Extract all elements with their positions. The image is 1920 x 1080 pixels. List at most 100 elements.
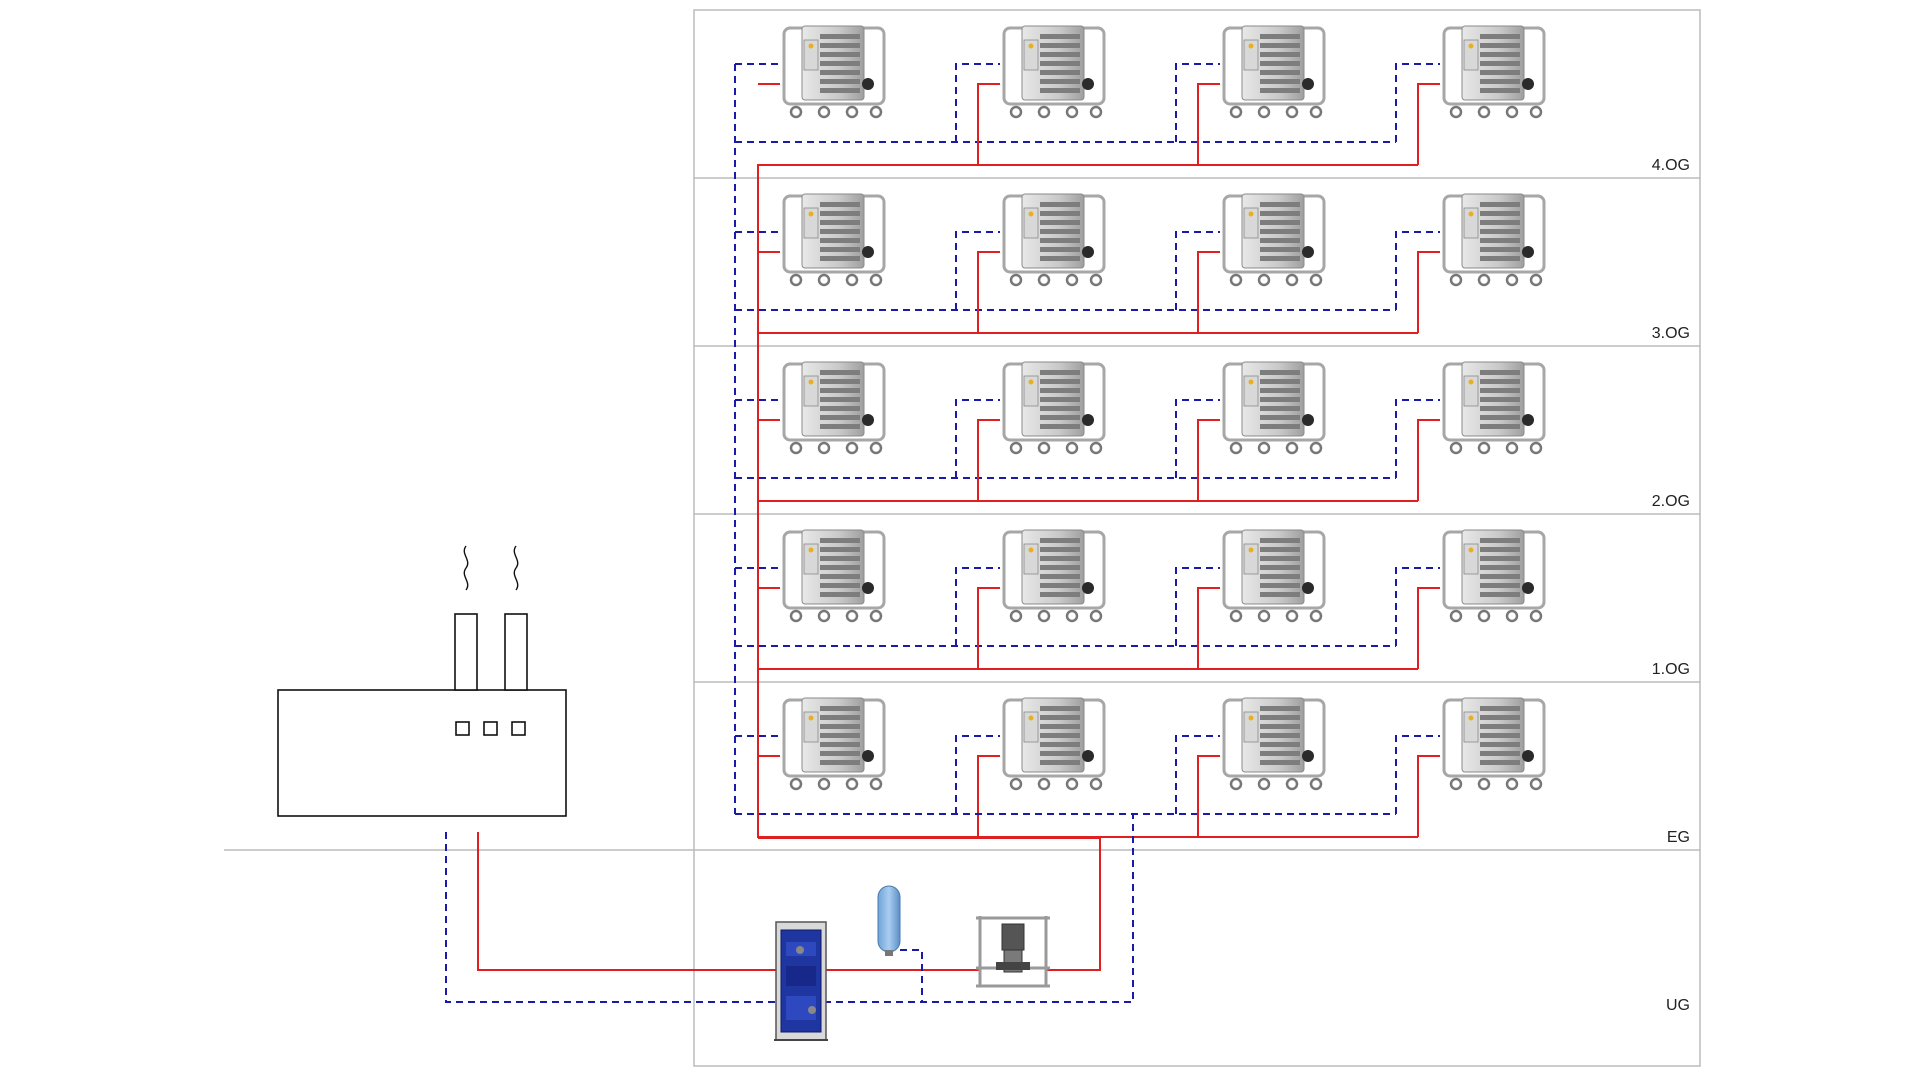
unit-heater: [1002, 193, 1106, 287]
building-outline: [224, 9, 1701, 1067]
wheel-icon: [1449, 441, 1463, 455]
louvre: [1040, 424, 1080, 429]
louvre: [820, 211, 860, 216]
louvre: [820, 61, 860, 66]
return-branch: [1395, 735, 1440, 814]
fan-motor: [1082, 582, 1094, 594]
louvre: [1260, 424, 1300, 429]
wheel-icon: [869, 273, 883, 287]
louvre: [1480, 43, 1520, 48]
louvre: [1260, 547, 1300, 552]
louvre: [1040, 388, 1080, 393]
louvre: [1040, 34, 1080, 39]
louvre: [1260, 724, 1300, 729]
louvre: [1480, 211, 1520, 216]
supply-branch: [1197, 251, 1220, 333]
control-box: [803, 207, 819, 239]
louvre: [820, 43, 860, 48]
louvre: [1040, 760, 1080, 765]
louvre: [1260, 397, 1300, 402]
louvre: [1480, 715, 1520, 720]
wheel-icon: [1285, 105, 1299, 119]
louvre: [1480, 706, 1520, 711]
wheel-icon: [1089, 441, 1103, 455]
louvre: [1480, 379, 1520, 384]
wheel-icon: [1529, 441, 1543, 455]
return-trunk: [735, 813, 1134, 1003]
louvre: [1040, 70, 1080, 75]
wheel-icon: [845, 105, 859, 119]
supply-trunk: [758, 837, 1101, 971]
indicator-icon: [808, 715, 814, 721]
return-branch: [1175, 231, 1220, 310]
louvre: [1040, 574, 1080, 579]
louvre: [1040, 742, 1080, 747]
louvre: [1260, 760, 1300, 765]
indicator-icon: [1248, 379, 1254, 385]
louvre: [1480, 415, 1520, 420]
louvre: [1260, 751, 1300, 756]
wheel-icon: [1089, 609, 1103, 623]
fan-motor: [1082, 414, 1094, 426]
louvre: [820, 424, 860, 429]
expansion-link: [900, 949, 923, 1002]
louvre: [820, 415, 860, 420]
wheel-icon: [1089, 273, 1103, 287]
control-box: [1023, 207, 1039, 239]
louvre: [1040, 370, 1080, 375]
supply-branch: [1197, 755, 1220, 837]
louvre: [820, 592, 860, 597]
indicator-light: [483, 721, 498, 736]
fan-motor: [1522, 246, 1534, 258]
wheel-icon: [789, 609, 803, 623]
louvre: [1260, 742, 1300, 747]
floor-pipework-3og: [735, 231, 1440, 334]
louvre: [1480, 247, 1520, 252]
return-branch: [1395, 399, 1440, 478]
louvre: [1260, 229, 1300, 234]
wheel-icon: [789, 105, 803, 119]
louvre: [1040, 238, 1080, 243]
louvre: [1480, 565, 1520, 570]
wheel-icon: [1257, 609, 1271, 623]
control-box: [1463, 711, 1479, 743]
fan-motor: [1082, 78, 1094, 90]
louvre: [1260, 70, 1300, 75]
wheel-icon: [1285, 441, 1299, 455]
unit-heater: [1222, 529, 1326, 623]
wheel-icon: [1065, 777, 1079, 791]
pipe-network: [445, 63, 1440, 1003]
smoke-icon: [513, 545, 519, 591]
fan-motor: [862, 246, 874, 258]
louvre: [1260, 256, 1300, 261]
louvre: [1480, 256, 1520, 261]
louvre: [1260, 79, 1300, 84]
unit-heater: [782, 361, 886, 455]
supply-branch: [1417, 83, 1440, 165]
wheel-icon: [1089, 777, 1103, 791]
louvre: [1260, 220, 1300, 225]
louvre: [1040, 592, 1080, 597]
indicator-light: [511, 721, 526, 736]
supply-branch: [977, 251, 1000, 333]
floor-label-4og: 4.OG: [1652, 157, 1690, 174]
return-branch: [1395, 231, 1440, 310]
louvre: [1260, 415, 1300, 420]
louvre: [820, 724, 860, 729]
louvre: [1040, 88, 1080, 93]
wheel-icon: [789, 273, 803, 287]
control-box: [803, 375, 819, 407]
indicator-icon: [1028, 547, 1034, 553]
pump-unit: [976, 916, 1050, 988]
louvre: [1480, 583, 1520, 588]
supply-branch: [1197, 83, 1220, 165]
building-wall: [693, 9, 1701, 1067]
return-branch: [1175, 735, 1220, 814]
wheel-icon: [1309, 273, 1323, 287]
return-branch: [955, 735, 1000, 814]
louvre: [1480, 724, 1520, 729]
louvre: [820, 256, 860, 261]
wheel-icon: [1285, 609, 1299, 623]
louvre: [1040, 415, 1080, 420]
